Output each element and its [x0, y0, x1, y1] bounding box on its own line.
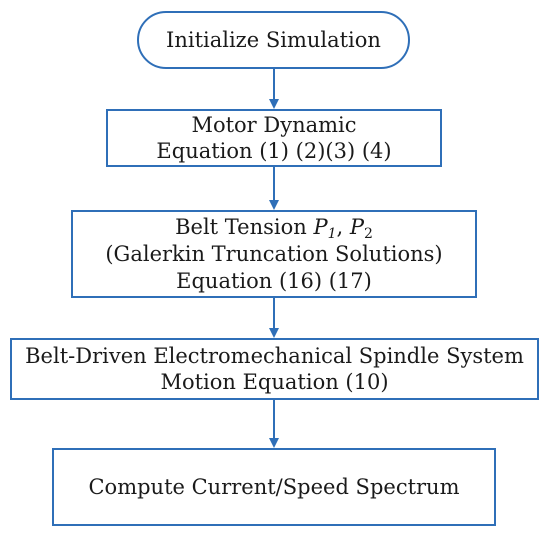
spectrum-node-label: Compute Current/Speed Spectrum [88, 475, 460, 499]
tension-label-prefix: Belt Tension [175, 214, 314, 239]
belt-tension-node: Belt Tension P1, P2 (Galerkin Truncation… [71, 210, 477, 298]
motor-node-line2: Equation (1) (2)(3) (4) [156, 139, 392, 163]
p2-subscript: 2 [364, 225, 373, 242]
p1-symbol: P [313, 214, 328, 239]
compute-spectrum-node: Compute Current/Speed Spectrum [52, 448, 496, 526]
spindle-node-line2: Motion Equation (10) [160, 370, 389, 394]
start-node: Initialize Simulation [137, 11, 410, 69]
p1-subscript: 1 [327, 225, 337, 242]
motor-node-line1: Motor Dynamic [191, 113, 357, 137]
spindle-node-line1: Belt-Driven Electromechanical Spindle Sy… [25, 344, 524, 368]
p2-symbol: P [349, 214, 364, 239]
motor-dynamic-node: Motor Dynamic Equation (1) (2)(3) (4) [106, 109, 442, 167]
start-node-label: Initialize Simulation [166, 28, 381, 52]
tension-node-line3: Equation (16) (17) [176, 268, 372, 293]
tension-node-line1: Belt Tension P1, P2 [175, 214, 373, 241]
tension-separator: , [336, 214, 350, 239]
tension-node-line2: (Galerkin Truncation Solutions) [105, 241, 443, 266]
spindle-system-node: Belt-Driven Electromechanical Spindle Sy… [10, 338, 539, 400]
